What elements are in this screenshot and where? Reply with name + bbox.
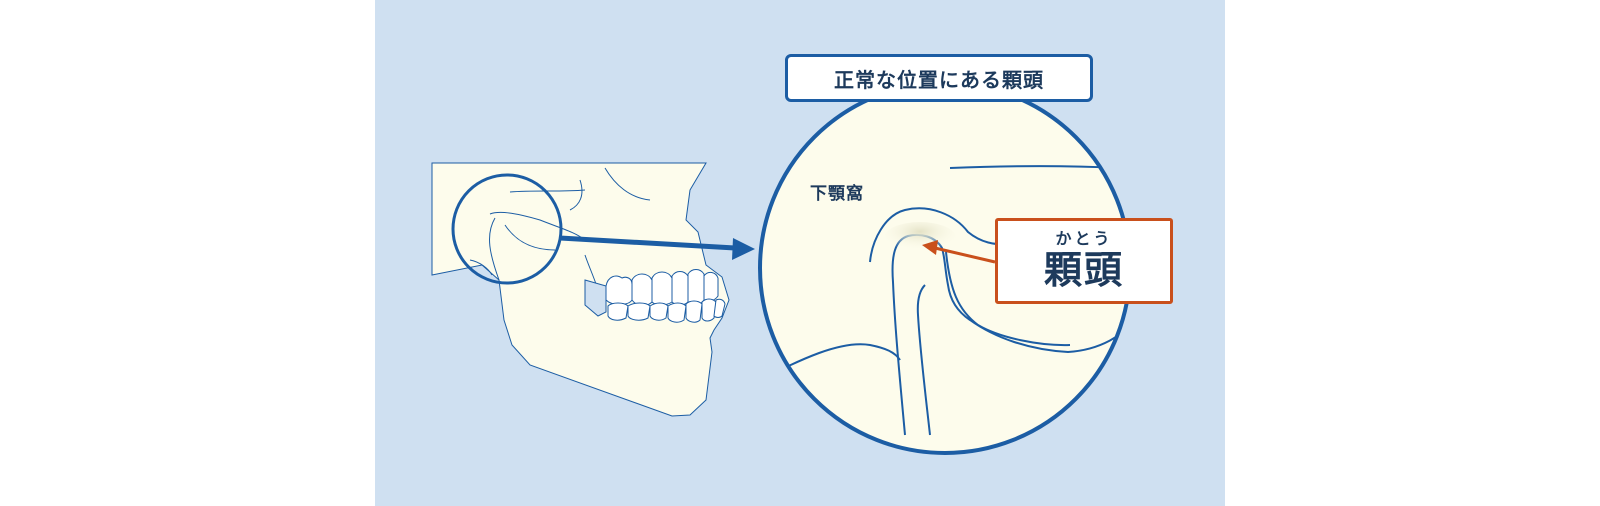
tmj-highlight-circle	[451, 173, 563, 285]
diagram-title: 正常な位置にある顆頭	[785, 54, 1093, 102]
mandibular-fossa-label: 下顎窩	[810, 184, 864, 204]
zoom-arrow	[559, 235, 755, 260]
diagram-title-text: 正常な位置にある顆頭	[834, 67, 1044, 92]
teeth	[605, 269, 726, 323]
condyle-pointer-arrow	[922, 240, 996, 264]
condyle-label: 顆頭	[1043, 248, 1124, 292]
skull-side-view	[431, 162, 730, 417]
condyle-callout: かとう 顆頭	[995, 218, 1173, 304]
condyle-reading: かとう	[1055, 229, 1113, 248]
